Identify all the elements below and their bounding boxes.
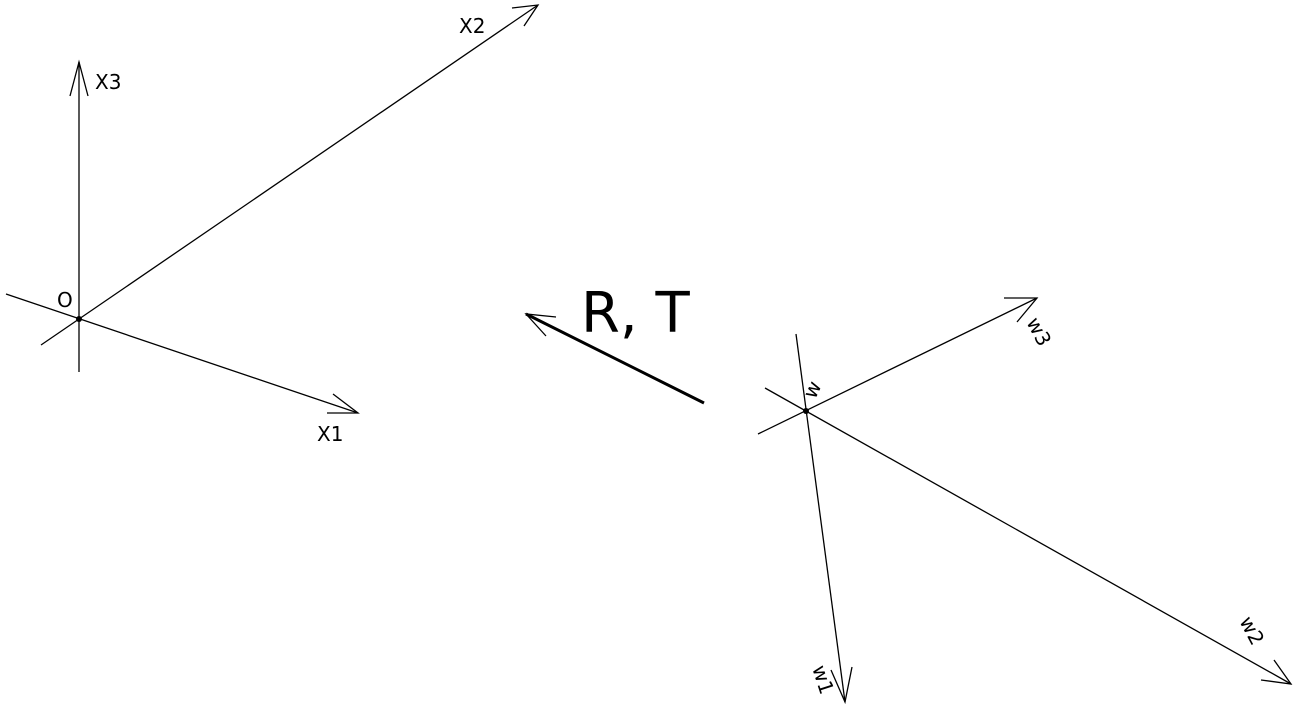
world-origin-point	[76, 316, 82, 322]
world-x3-label: X3	[95, 70, 121, 94]
transform-arrow-shaft	[525, 312, 705, 405]
transform-arrow: R, T	[524, 281, 705, 405]
world-x2-arrowhead	[511, 4, 540, 27]
transform-arrow-head	[524, 313, 557, 337]
camera-w1-arrowhead	[830, 666, 853, 705]
world-origin-label: O	[57, 288, 73, 312]
camera-w2-label: w2	[1235, 612, 1270, 649]
transform-label: R, T	[581, 281, 691, 346]
world-frame: O X3 X2 X1	[5, 4, 540, 446]
camera-origin-point	[803, 408, 809, 414]
camera-frame: w w3 w2 w1	[757, 297, 1293, 705]
camera-w3-arrowhead	[1004, 297, 1039, 323]
camera-w2-axis	[764, 387, 1292, 685]
camera-w1-axis	[795, 333, 846, 703]
camera-w1-label: w1	[807, 662, 839, 697]
world-x2-label: X2	[459, 14, 485, 38]
world-x3-arrowhead	[69, 59, 89, 97]
camera-w3-label: w3	[1022, 313, 1057, 350]
camera-origin-label: w	[798, 377, 827, 402]
world-x2-axis	[40, 4, 539, 346]
world-x1-label: X1	[317, 422, 343, 446]
camera-w2-arrowhead	[1260, 659, 1293, 685]
world-x1-arrowhead	[327, 393, 360, 414]
world-x1-axis	[5, 293, 359, 414]
